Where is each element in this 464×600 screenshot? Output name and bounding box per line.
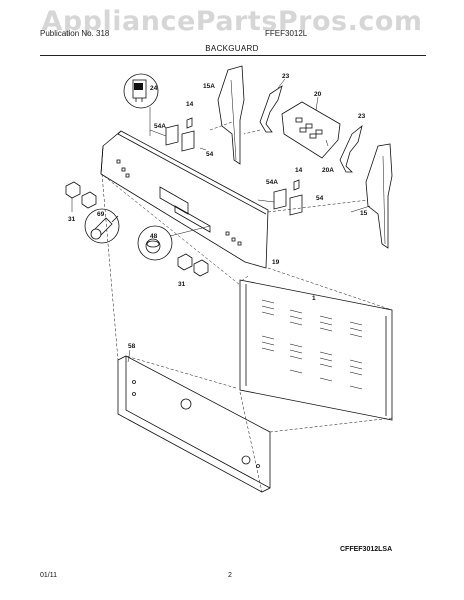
callout-19: 19 (272, 259, 280, 266)
backguard-panel (100, 130, 269, 269)
end-cap-15 (350, 143, 393, 249)
switch-48 (137, 225, 211, 261)
knobs-31-left (65, 181, 97, 212)
page-title: BACKGUARD (205, 44, 259, 53)
switch-24 (123, 73, 159, 136)
control-board-20 (281, 96, 341, 159)
callout-15: 15 (360, 210, 368, 217)
rear-panel-1 (239, 279, 393, 421)
callout-54a-upper: 54A (154, 123, 166, 130)
model-number: CFFEF3012LSA (340, 546, 393, 553)
callout-1: 1 (312, 295, 316, 302)
callout-58: 58 (128, 343, 136, 350)
infinite-switches-upper (149, 117, 207, 152)
watermark: AppliancePartsPros.com (41, 6, 423, 37)
callout-14-lower: 14 (295, 167, 303, 174)
callout-31-right: 31 (178, 281, 186, 288)
callout-48: 48 (150, 233, 158, 240)
guide-lines (101, 121, 393, 493)
footer-date: 01/11 (40, 572, 57, 579)
callout-54a-lower: 54A (266, 179, 278, 186)
end-cap-15a (217, 65, 245, 165)
lamp-69 (84, 208, 120, 244)
callout-labels: 24 14 15A 23 20 23 54A 54 20A 14 54A 54 … (68, 73, 368, 350)
callout-20: 20 (314, 91, 322, 98)
callout-14-upper: 14 (186, 101, 194, 108)
callout-54-lower: 54 (316, 195, 324, 202)
callout-23-left: 23 (282, 73, 290, 80)
model-header: FFEF3012L (265, 29, 308, 38)
callout-31-left: 31 (68, 216, 76, 223)
callout-69: 69 (97, 211, 105, 218)
bracket-23-left (259, 78, 286, 133)
support-58 (117, 349, 271, 493)
knobs-31-right (177, 253, 209, 277)
callout-23-right: 23 (358, 113, 366, 120)
callout-54-upper: 54 (206, 151, 214, 158)
publication-number: Publication No. 318 (40, 29, 110, 38)
panel-louvres (261, 299, 363, 390)
header-rule (40, 55, 426, 56)
page-number: 2 (228, 572, 232, 579)
bracket-23-right (339, 124, 363, 173)
callout-24: 24 (150, 85, 158, 92)
callout-15a: 15A (203, 83, 215, 90)
callout-20a: 20A (322, 167, 334, 174)
